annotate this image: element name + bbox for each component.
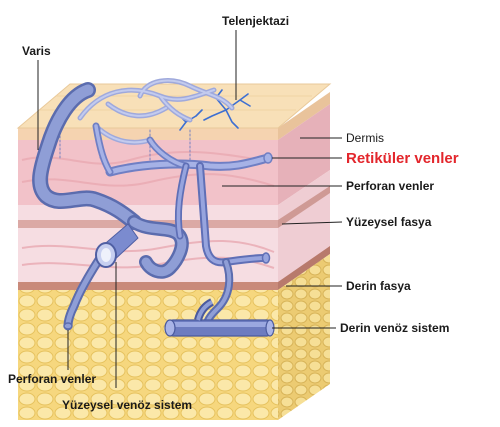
label-yuzeysel-venoz-sistem: Yüzeysel venöz sistem [62, 398, 193, 412]
skin-top-face [16, 83, 332, 129]
deep-fascia-front [18, 282, 278, 290]
superficial-fascia-side [278, 186, 330, 228]
top-face-lines [40, 95, 312, 111]
label-retikuler-venler: Retiküler venler [346, 150, 459, 167]
deep-venous-system [164, 298, 275, 337]
side-face [278, 92, 330, 420]
label-dermis: Dermis [346, 131, 384, 145]
fat-front [18, 290, 278, 420]
leader-yuzeysel-fasya [281, 221, 343, 225]
fat-side [278, 254, 330, 420]
label-perforan-venler-left: Perforan venler [8, 372, 97, 386]
superficial-venous-network [32, 78, 273, 331]
epidermis-front [18, 128, 278, 140]
epidermis-side [278, 92, 330, 140]
deep-fascia-side [278, 246, 330, 290]
label-perforan-venler-right: Perforan venler [346, 179, 435, 193]
reticular-vein-end [263, 152, 273, 164]
dermis-front [18, 140, 278, 205]
dermis-side [278, 104, 330, 205]
leader-lines [37, 30, 343, 388]
label-varis: Varis [22, 44, 51, 58]
dermis-fibres [21, 151, 275, 269]
label-telenjektazi: Telenjektazi [222, 14, 290, 28]
superficial-vein-cross-section [95, 223, 139, 268]
label-derin-venoz-sistem: Derin venöz sistem [340, 321, 450, 335]
label-yuzeysel-fasya: Yüzeysel fasya [346, 215, 432, 229]
label-derin-fasya: Derin fasya [346, 279, 411, 293]
